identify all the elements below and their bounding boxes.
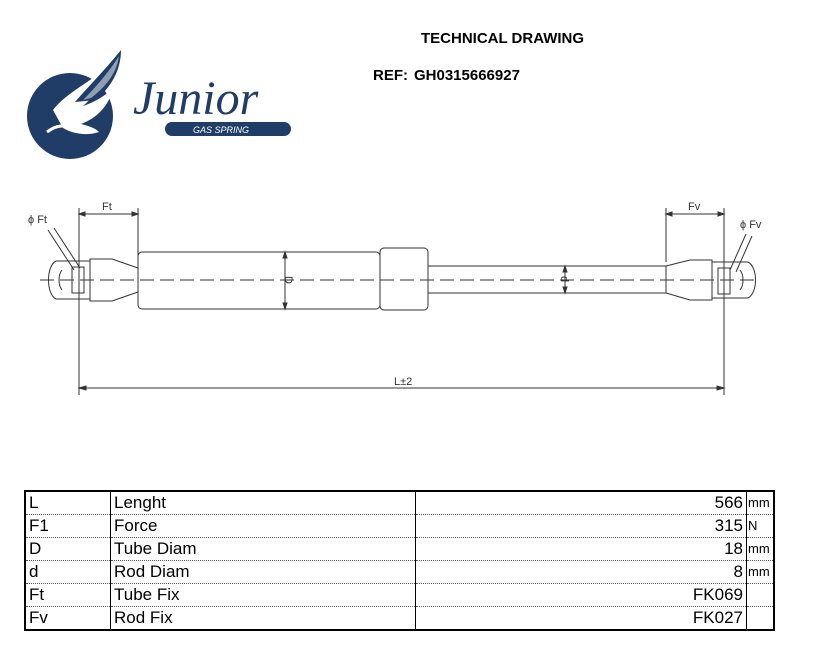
rod-fix-diameter-label: ϕ Fv — [740, 219, 762, 231]
logo-brand-text: Junior — [133, 72, 259, 125]
length-arrow-right — [716, 385, 726, 391]
table-row: Ft Tube Fix FK069 — [25, 583, 774, 607]
spec-unit: mm — [746, 491, 774, 515]
winged-emblem-icon — [27, 50, 121, 159]
length-arrow-left — [77, 385, 87, 391]
reference-line: REF: GH0315666927 — [373, 67, 520, 84]
spec-symbol: Fv — [25, 606, 111, 630]
table-row: F1 Force 315 N — [25, 514, 774, 538]
logo-tagline-text: GAS SPRING — [193, 125, 249, 135]
spec-name: Tube Diam — [110, 537, 416, 561]
spec-name: Force — [110, 514, 416, 538]
spec-value: 315 — [415, 514, 747, 538]
spec-value: FK069 — [415, 583, 747, 607]
table-row: D Tube Diam 18 mm — [25, 537, 774, 561]
rod-diameter-label: d — [558, 276, 570, 282]
reference-label: REF: — [373, 67, 408, 84]
ft-arrow-right — [131, 211, 140, 217]
tube-fix-diameter-label: ϕ Ft — [28, 214, 47, 226]
length-label: L±2 — [394, 376, 412, 388]
spec-symbol: Ft — [25, 583, 111, 607]
spec-value: 18 — [415, 537, 747, 561]
specs-table-body: L Lenght 566 mm F1 Force 315 N D Tube Di… — [25, 491, 774, 630]
rod-fix-label: Fv — [688, 201, 701, 213]
table-row: L Lenght 566 mm — [25, 491, 774, 515]
spec-symbol: L — [25, 491, 111, 515]
tube-fix-label: Ft — [102, 201, 112, 213]
spec-value: 566 — [415, 491, 747, 515]
tube-end-fitting — [48, 258, 139, 302]
spec-value: 8 — [415, 560, 747, 584]
junior-logo: Junior GAS SPRING — [27, 50, 291, 159]
gas-spring-drawing: ϕ Ft Ft Fv ϕ Fv D d L±2 — [28, 201, 762, 395]
spec-symbol: F1 — [25, 514, 111, 538]
rod-end-fitting — [665, 259, 756, 301]
spec-symbol: d — [25, 560, 111, 584]
fv-arrow-right — [717, 211, 726, 217]
spec-symbol: D — [25, 537, 111, 561]
ft-arrow-left — [77, 211, 86, 217]
reference-value: GH0315666927 — [414, 67, 520, 84]
spec-unit: mm — [746, 537, 774, 561]
spec-unit: N — [746, 514, 774, 538]
document-title: TECHNICAL DRAWING — [421, 30, 585, 47]
tube-seal — [379, 247, 429, 311]
spec-name: Lenght — [110, 491, 416, 515]
tube-diameter-label: D — [282, 276, 294, 284]
spec-value: FK027 — [415, 606, 747, 630]
spec-name: Rod Diam — [110, 560, 416, 584]
spec-unit — [747, 607, 775, 631]
spec-name: Tube Fix — [110, 583, 416, 607]
specs-table: L Lenght 566 mm F1 Force 315 N D Tube Di… — [24, 490, 775, 631]
logo-tagline-bar — [165, 122, 291, 136]
table-row: Fv Rod Fix FK027 — [25, 606, 775, 631]
spec-name: Rod Fix — [110, 606, 416, 630]
spec-unit: mm — [746, 560, 774, 584]
spec-unit — [746, 583, 774, 607]
fv-arrow-left — [664, 211, 673, 217]
table-row: d Rod Diam 8 mm — [25, 560, 774, 584]
